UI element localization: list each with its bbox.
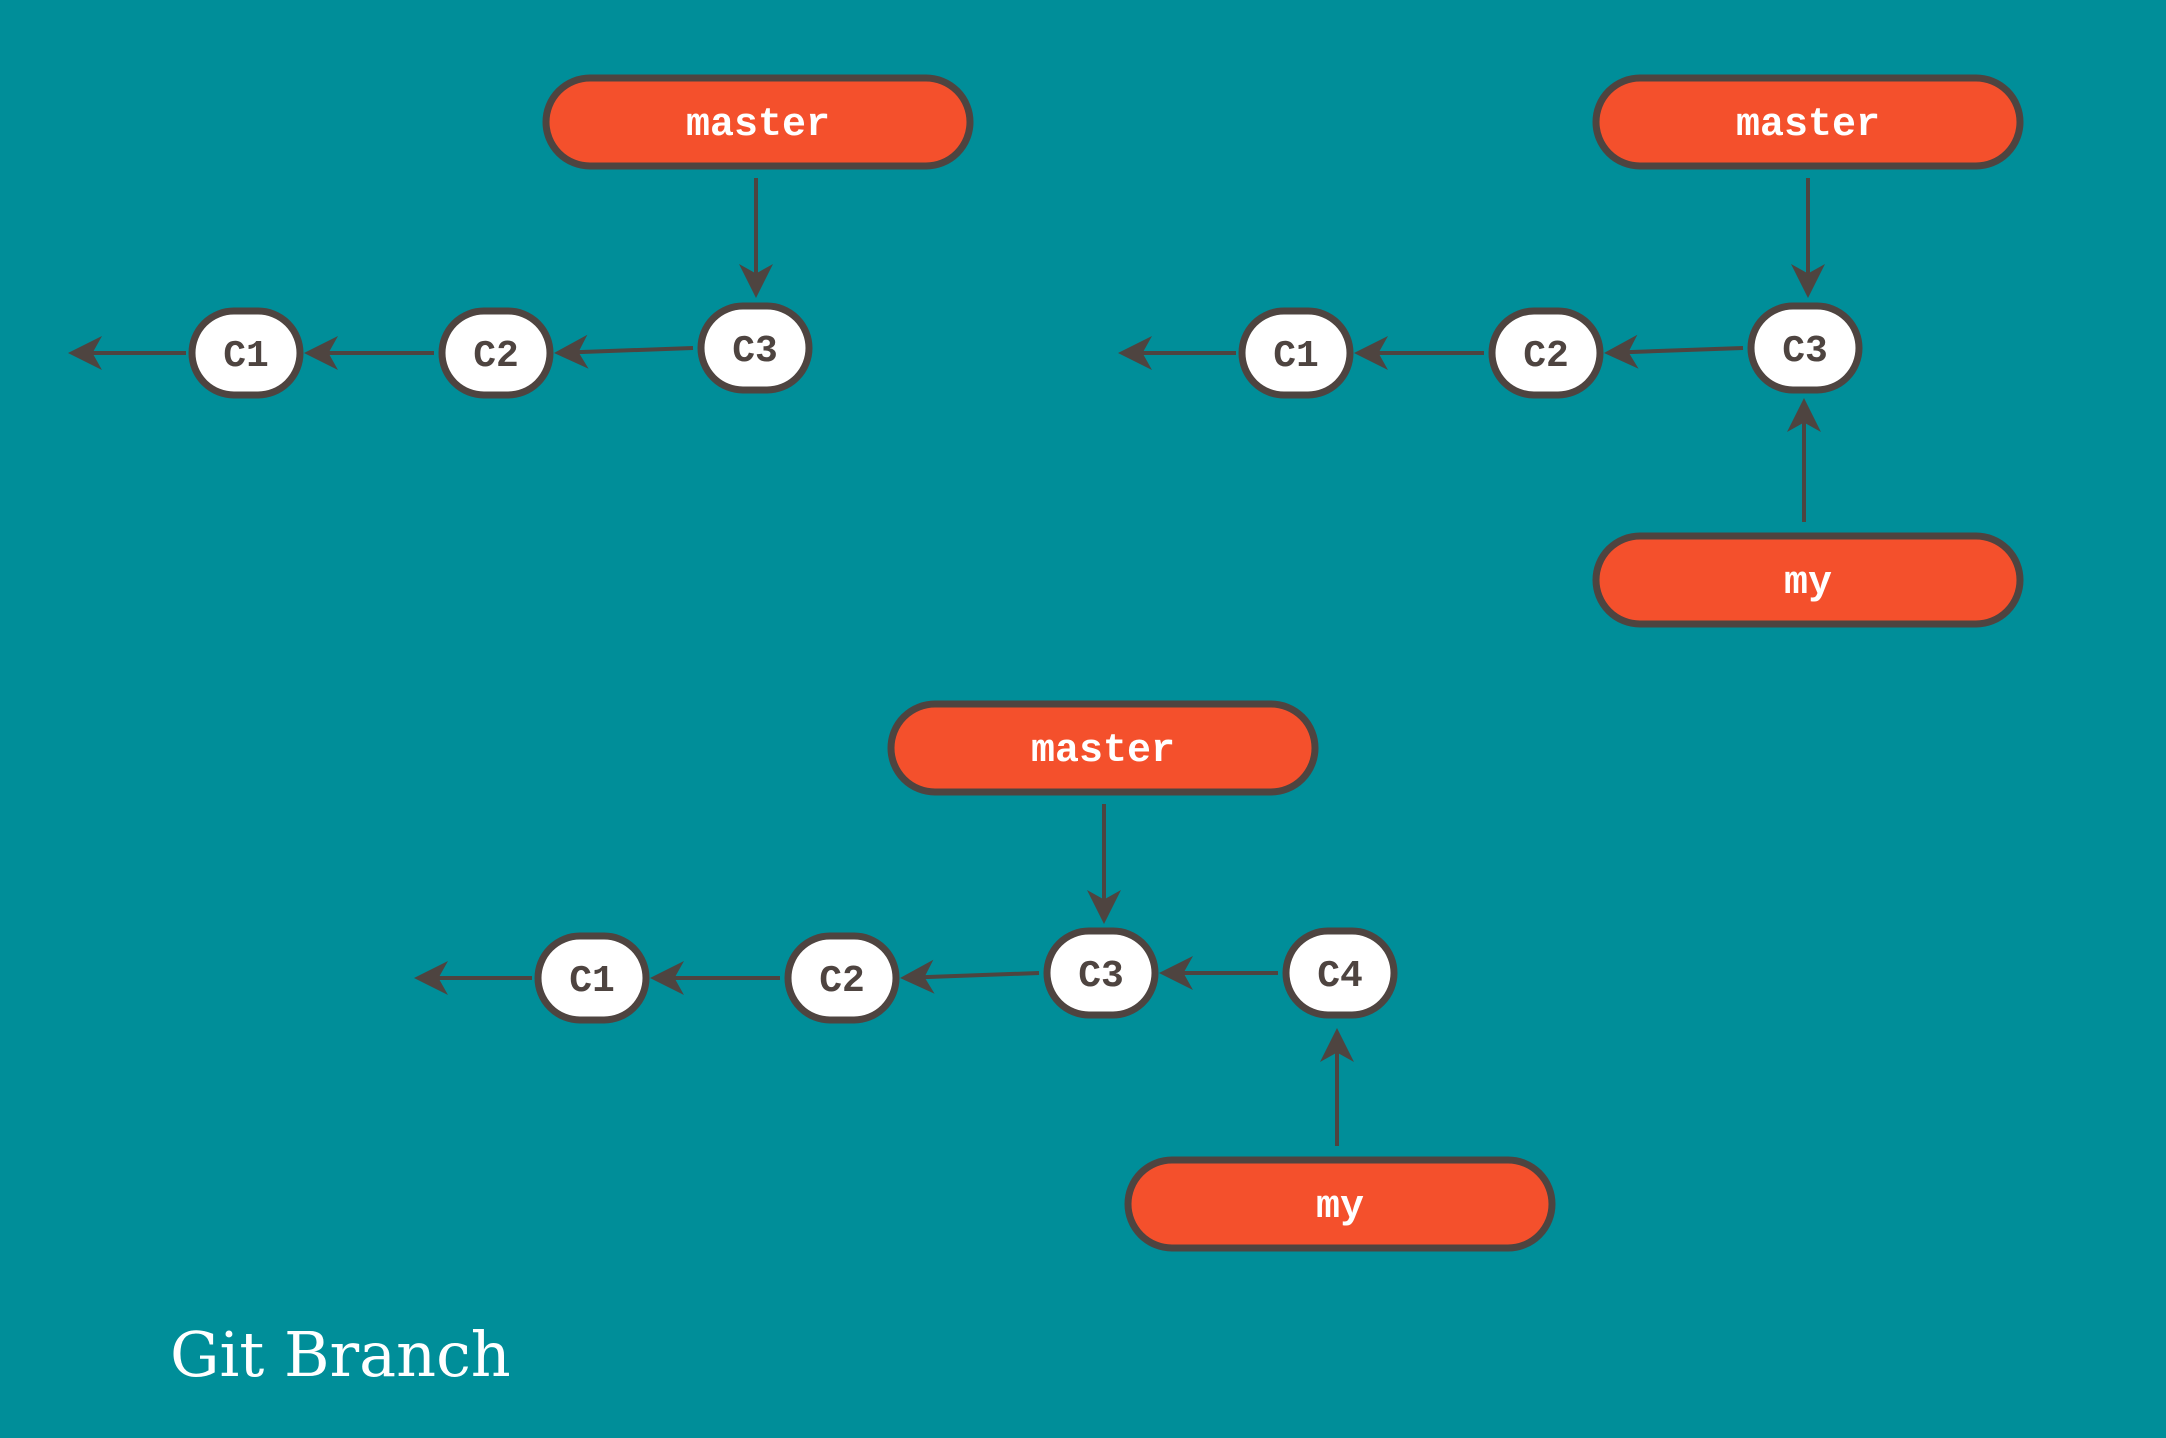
- commit-node-c1: C1: [534, 932, 650, 1024]
- branch-pointer-arrow: [739, 178, 773, 298]
- branch-pointer-arrow: [1787, 398, 1821, 522]
- arrows-layer: [68, 178, 1825, 1146]
- parent-arrow: [650, 961, 780, 995]
- parent-arrow: [554, 334, 694, 369]
- branch-label: master: [1031, 729, 1175, 774]
- history-tail-arrow: [414, 961, 532, 995]
- commit-label: C2: [473, 335, 519, 378]
- history-tail-arrow: [1118, 336, 1236, 370]
- commit-node-c2: C2: [438, 307, 554, 399]
- branch-pill-master: master: [542, 74, 974, 170]
- commit-node-c1: C1: [1238, 307, 1354, 399]
- branch-label: master: [686, 103, 830, 148]
- commit-label: C1: [1273, 335, 1319, 378]
- commit-node-c4: C4: [1282, 927, 1398, 1019]
- commit-node-c3: C3: [1747, 302, 1863, 394]
- commit-node-c1: C1: [188, 307, 304, 399]
- branch-pointer-arrow: [1320, 1028, 1354, 1146]
- branch-pill-master: master: [887, 700, 1319, 796]
- branch-pointer-arrow: [1087, 804, 1121, 924]
- branch-pointer-arrow: [1791, 178, 1825, 298]
- branch-label: my: [1316, 1185, 1364, 1230]
- parent-arrow: [1354, 336, 1484, 370]
- branch-label: my: [1784, 561, 1832, 606]
- parent-arrow: [1159, 956, 1278, 990]
- branch-pill-my: my: [1124, 1156, 1556, 1252]
- commit-node-c2: C2: [784, 932, 900, 1024]
- branch-pill-master: master: [1592, 74, 2024, 170]
- branch-label: master: [1736, 103, 1880, 148]
- commit-node-c3: C3: [697, 302, 813, 394]
- commit-label: C2: [1523, 335, 1569, 378]
- parent-arrow: [304, 336, 434, 370]
- diagram-caption: Git Branch: [170, 1318, 511, 1391]
- parent-arrow: [900, 959, 1040, 994]
- commit-label: C1: [223, 335, 269, 378]
- commit-label: C1: [569, 960, 615, 1003]
- commit-node-c3: C3: [1043, 927, 1159, 1019]
- commit-label: C3: [1078, 955, 1124, 998]
- branch-pill-my: my: [1592, 532, 2024, 628]
- commit-label: C4: [1317, 955, 1363, 998]
- commit-label: C3: [1782, 330, 1828, 373]
- commit-label: C3: [732, 330, 778, 373]
- parent-arrow: [1604, 334, 1744, 369]
- history-tail-arrow: [68, 336, 186, 370]
- commit-node-c2: C2: [1488, 307, 1604, 399]
- commit-label: C2: [819, 960, 865, 1003]
